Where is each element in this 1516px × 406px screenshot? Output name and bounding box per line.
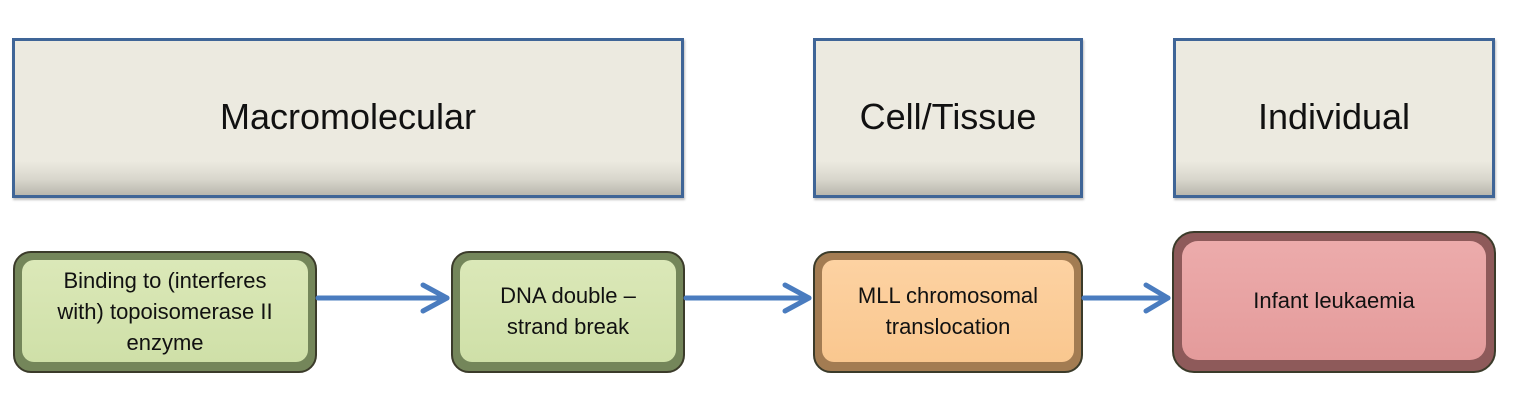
arrow-3 — [1081, 282, 1171, 314]
event-mll-translocation: MLL chromosomal translocation — [813, 251, 1083, 373]
event-infant-leukaemia: Infant leukaemia — [1172, 231, 1496, 373]
event-dna-strand-break: DNA double – strand break — [451, 251, 685, 373]
level-label: Individual — [1257, 96, 1411, 137]
event-label: Binding to (interferes with) topoisomera… — [57, 267, 273, 355]
event-topoisomerase-binding: Binding to (interferes with) topoisomera… — [13, 251, 317, 373]
event-inner: Binding to (interferes with) topoisomera… — [22, 260, 308, 362]
event-inner: Infant leukaemia — [1182, 241, 1486, 360]
event-inner: MLL chromosomal translocation — [822, 260, 1074, 362]
arrow-2 — [683, 282, 812, 314]
level-individual: Individual — [1173, 38, 1495, 198]
event-label: MLL chromosomal translocation — [857, 283, 1039, 339]
event-label: Infant leukaemia — [1253, 288, 1415, 313]
arrow-1 — [315, 282, 450, 314]
event-label: DNA double – strand break — [500, 283, 636, 339]
level-label: Cell/Tissue — [859, 96, 1037, 137]
event-inner: DNA double – strand break — [460, 260, 676, 362]
level-label: Macromolecular — [219, 96, 477, 137]
level-cell-tissue: Cell/Tissue — [813, 38, 1083, 198]
level-macromolecular: Macromolecular — [12, 38, 684, 198]
